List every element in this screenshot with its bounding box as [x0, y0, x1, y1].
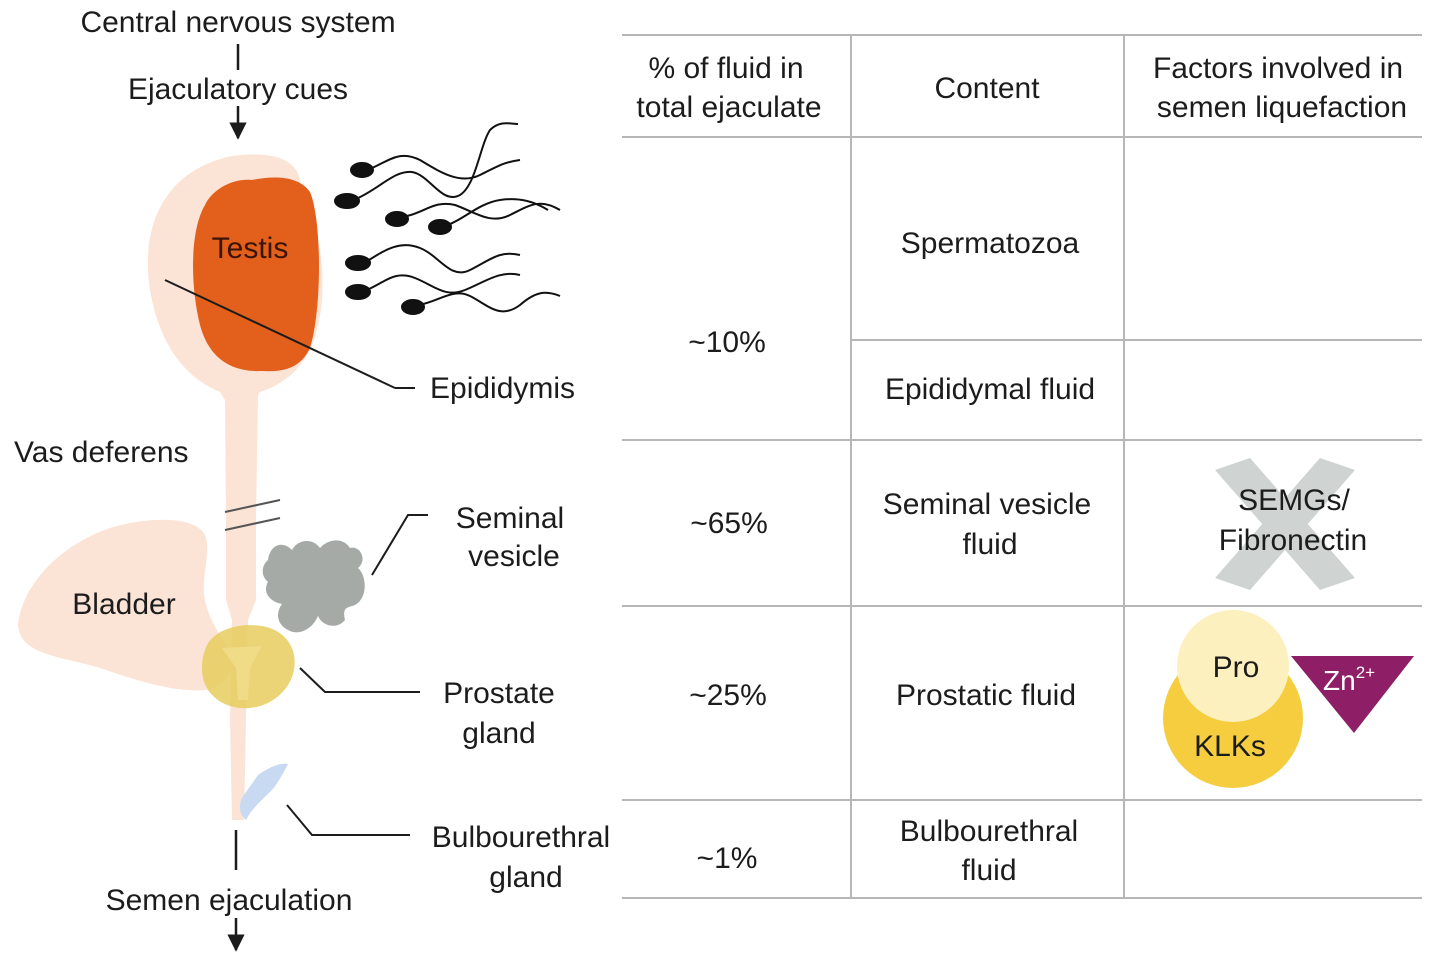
prostate-leader	[299, 667, 420, 693]
bulbourethral-gland-shape	[239, 763, 288, 820]
percent-prostatic: ~25%	[689, 679, 767, 712]
bladder-shape	[18, 519, 232, 691]
composition-table: % of fluid in total ejaculate Content Fa…	[622, 34, 1422, 899]
seminal-vesicle-label-line2: vesicle	[468, 540, 560, 573]
factor-klks: KLKs	[1194, 730, 1266, 763]
pro-circle	[1177, 610, 1289, 722]
epididymis-label: Epididymis	[430, 372, 575, 405]
factor-zinc: Zn2+	[1323, 663, 1375, 696]
testis-label: Testis	[212, 232, 289, 265]
cues-label: Ejaculatory cues	[128, 73, 348, 106]
factor-semgs: SEMGs/	[1238, 484, 1350, 517]
factor-pro: Pro	[1213, 651, 1260, 684]
header-factors-line2: semen liquefaction	[1157, 91, 1407, 124]
seminal-vesicle-leader	[371, 514, 428, 576]
header-content: Content	[934, 72, 1040, 105]
prostate-label-line2: gland	[462, 717, 535, 750]
content-bulbourethral-line2: fluid	[961, 854, 1016, 887]
content-seminal-line2: fluid	[962, 528, 1017, 561]
seminal-vesicle-shape	[262, 540, 365, 633]
semgs-cross-mark	[1215, 458, 1355, 590]
ejaculation-label: Semen ejaculation	[106, 884, 353, 917]
vas-deferens-tube	[225, 395, 258, 820]
prostate-label-line1: Prostate	[443, 677, 555, 710]
header-percent-line1: % of fluid in	[648, 52, 803, 85]
table-rules	[622, 34, 1422, 899]
break-mark-lower	[224, 517, 281, 531]
bulbourethral-leader	[286, 804, 410, 836]
percent-bulbourethral: ~1%	[697, 842, 758, 875]
testis-shape	[193, 177, 319, 372]
bulbourethral-label-line2: gland	[489, 861, 562, 894]
percent-epididymal: ~10%	[688, 326, 766, 359]
percent-seminal: ~65%	[690, 507, 768, 540]
spermatozoa-group	[334, 122, 561, 315]
content-prostatic-fluid: Prostatic fluid	[896, 679, 1076, 712]
content-seminal-line1: Seminal vesicle	[883, 488, 1091, 521]
bulbourethral-label-line1: Bulbourethral	[432, 821, 610, 854]
content-spermatozoa: Spermatozoa	[901, 227, 1080, 260]
cns-label: Central nervous system	[80, 6, 395, 39]
vas-deferens-label: Vas deferens	[14, 436, 189, 469]
header-factors-line1: Factors involved in	[1153, 52, 1403, 85]
header-percent-line2: total ejaculate	[636, 91, 821, 124]
factor-fibronectin: Fibronectin	[1219, 524, 1367, 557]
epididymis-leader	[164, 279, 396, 389]
content-epididymal-fluid: Epididymal fluid	[885, 373, 1095, 406]
zinc-triangle	[1291, 656, 1414, 733]
seminal-vesicle-label-line1: Seminal	[456, 502, 564, 535]
content-bulbourethral-line1: Bulbourethral	[900, 815, 1078, 848]
anatomy-diagram: Central nervous system Ejaculatory cues …	[14, 6, 610, 952]
prostate-urethra	[222, 646, 262, 700]
bladder-label: Bladder	[72, 588, 175, 621]
break-mark-upper	[224, 499, 281, 513]
